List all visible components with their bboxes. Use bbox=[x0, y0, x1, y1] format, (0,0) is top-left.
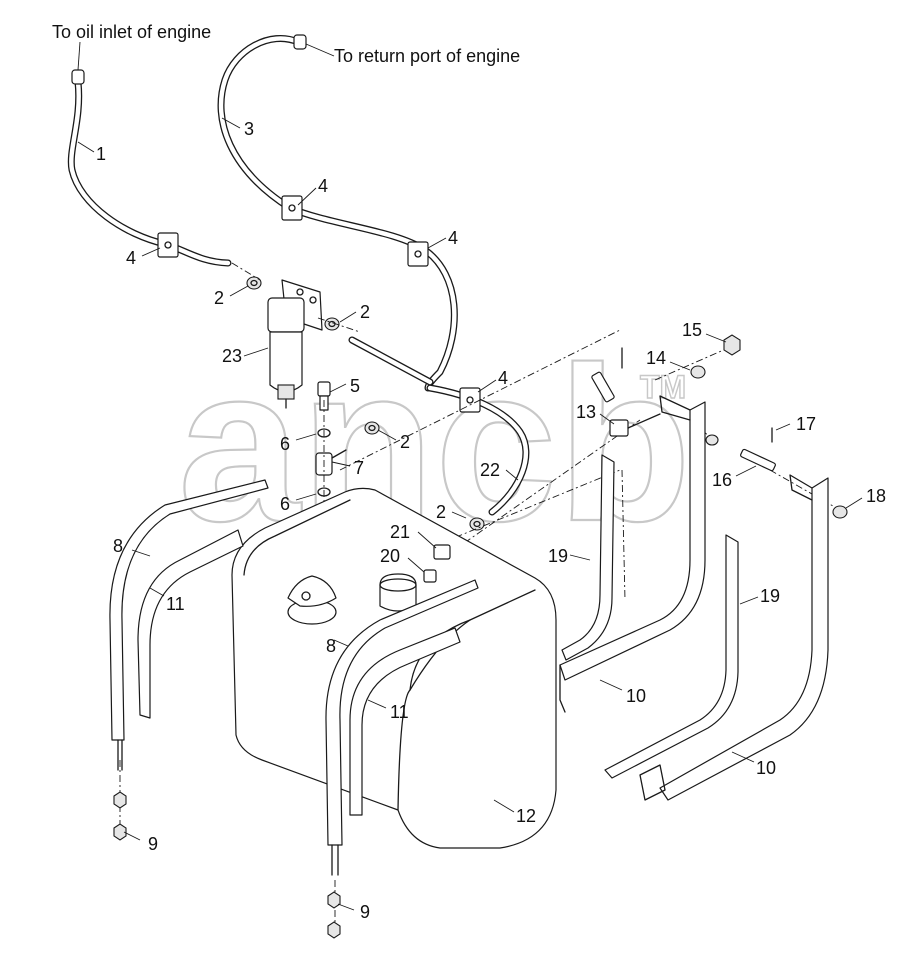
callout-4b: 4 bbox=[318, 176, 328, 196]
callout-4c: 4 bbox=[448, 228, 458, 248]
callout-22: 22 bbox=[480, 460, 500, 480]
note-return-port: To return port of engine bbox=[334, 46, 520, 66]
leader-lines bbox=[77, 41, 863, 911]
pad-11-right bbox=[349, 627, 461, 816]
washer-14 bbox=[690, 365, 706, 379]
watermark-trademark: TM bbox=[640, 369, 686, 405]
callout-10b: 10 bbox=[756, 758, 776, 778]
callout-5: 5 bbox=[350, 376, 360, 396]
strip-19-rear bbox=[561, 454, 615, 661]
callout-8a: 8 bbox=[113, 536, 123, 556]
nuts-9-right bbox=[327, 891, 341, 939]
connector-tube bbox=[348, 336, 434, 386]
nut-2d bbox=[469, 517, 485, 531]
sender-unit bbox=[379, 573, 417, 612]
callout-20: 20 bbox=[380, 546, 400, 566]
nut-2c bbox=[364, 421, 380, 435]
pipe-3 bbox=[217, 34, 458, 392]
callout-23: 23 bbox=[222, 346, 242, 366]
callout-7: 7 bbox=[354, 458, 364, 478]
callout-2b: 2 bbox=[360, 302, 370, 322]
strip-19-front bbox=[604, 534, 739, 779]
nut-2a bbox=[246, 276, 262, 290]
nuts-9-left bbox=[113, 791, 127, 841]
callout-9a: 9 bbox=[148, 834, 158, 854]
pipe-1 bbox=[67, 69, 232, 267]
bracket-10-front bbox=[639, 474, 829, 801]
callout-18: 18 bbox=[866, 486, 886, 506]
fitting-20 bbox=[423, 569, 437, 583]
pad-11-left bbox=[137, 529, 244, 719]
note-oil-inlet: To oil inlet of engine bbox=[52, 22, 211, 42]
pipe-1-end-fitting bbox=[71, 69, 85, 85]
clamp-4b bbox=[281, 195, 303, 221]
callout-19a: 19 bbox=[548, 546, 568, 566]
callout-labels: 1 3 4 4 4 4 2 2 2 2 5 6 6 7 8 8 9 9 10 1… bbox=[96, 119, 886, 922]
bolt-13 bbox=[609, 413, 661, 437]
callout-6a: 6 bbox=[280, 434, 290, 454]
callout-12: 12 bbox=[516, 806, 536, 826]
callout-14: 14 bbox=[646, 348, 666, 368]
bolt-16 bbox=[740, 448, 776, 472]
nut-15 bbox=[723, 334, 741, 356]
clamp-4a bbox=[157, 232, 179, 258]
callout-9b: 9 bbox=[360, 902, 370, 922]
callout-3: 3 bbox=[244, 119, 254, 139]
callout-4d: 4 bbox=[498, 368, 508, 388]
callout-4a: 4 bbox=[126, 248, 136, 268]
callout-2a: 2 bbox=[214, 288, 224, 308]
callout-15: 15 bbox=[682, 320, 702, 340]
pin-rear bbox=[591, 347, 623, 403]
callout-11b: 11 bbox=[390, 702, 409, 722]
washer-18 bbox=[832, 505, 848, 519]
callout-17: 17 bbox=[796, 414, 816, 434]
strap-8-left bbox=[109, 479, 269, 771]
callout-16: 16 bbox=[712, 470, 732, 490]
callout-11a: 11 bbox=[166, 594, 185, 614]
clamp-4c bbox=[407, 241, 429, 267]
callout-2c: 2 bbox=[400, 432, 410, 452]
fuel-filter-23 bbox=[267, 279, 323, 409]
callout-1: 1 bbox=[96, 144, 106, 164]
strap-8-right bbox=[325, 579, 479, 876]
filler-cap bbox=[287, 575, 337, 625]
callout-13: 13 bbox=[576, 402, 596, 422]
fitting-21 bbox=[433, 544, 451, 560]
callout-8b: 8 bbox=[326, 636, 336, 656]
callout-2d: 2 bbox=[436, 502, 446, 522]
pipe-3-end-fitting bbox=[293, 34, 307, 50]
washer-rear bbox=[705, 434, 719, 446]
nut-2b bbox=[324, 317, 340, 331]
bracket-10-rear bbox=[559, 395, 706, 713]
callout-21: 21 bbox=[390, 522, 410, 542]
callout-6b: 6 bbox=[280, 494, 290, 514]
callout-10a: 10 bbox=[626, 686, 646, 706]
callout-19b: 19 bbox=[760, 586, 780, 606]
